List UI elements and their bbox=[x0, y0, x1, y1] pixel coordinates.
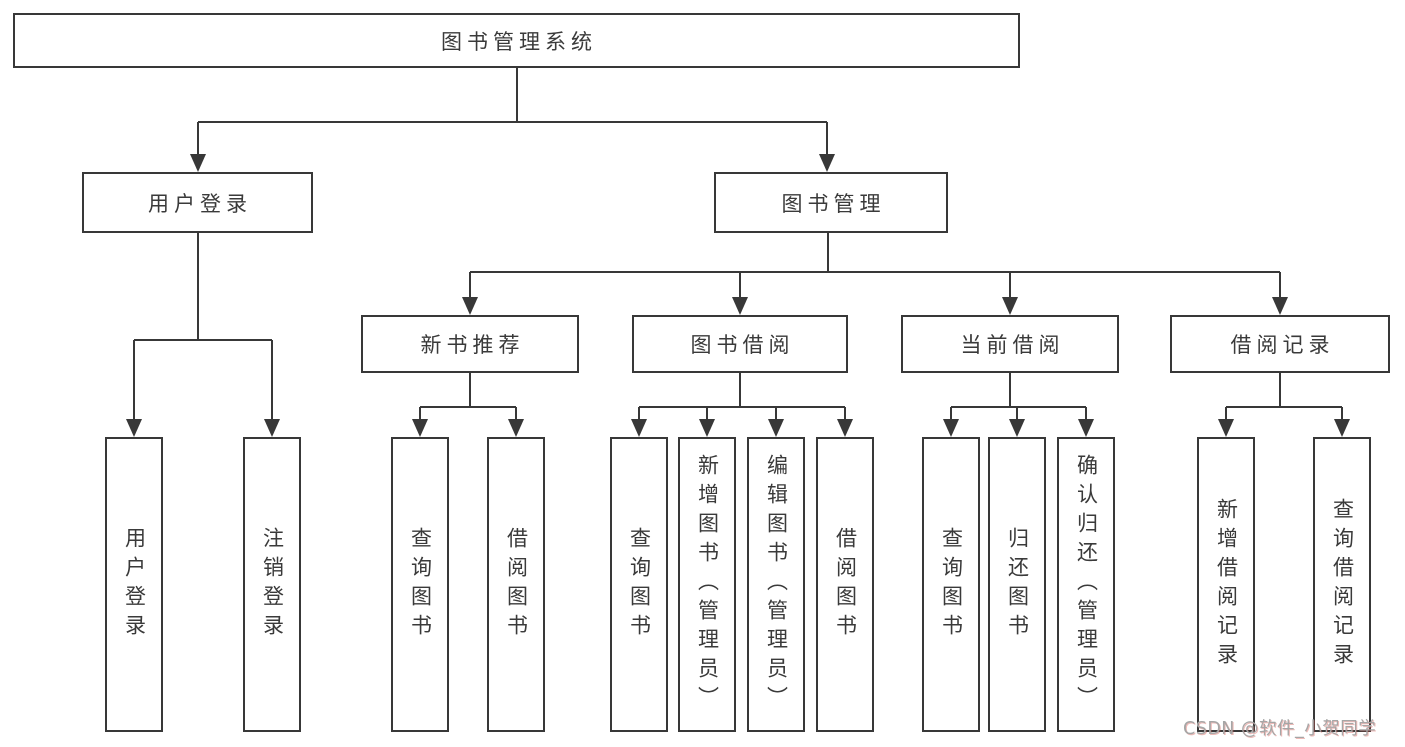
leaf-query-borrow-record: 查询借阅记录 bbox=[1313, 437, 1371, 732]
node-borrowing-records: 借阅记录 bbox=[1170, 315, 1390, 373]
node-label: 新书推荐 bbox=[420, 333, 525, 357]
node-user-login: 用户登录 bbox=[82, 172, 313, 233]
node-label: 新增借阅记录 bbox=[1214, 497, 1239, 672]
node-current-borrowing: 当前借阅 bbox=[901, 315, 1119, 373]
leaf-query-books-current: 查询图书 bbox=[922, 437, 980, 732]
leaf-borrow-books-recommend: 借阅图书 bbox=[487, 437, 545, 732]
leaf-confirm-return-admin: 确认归还（管理员） bbox=[1057, 437, 1115, 732]
node-library-management-system: 图书管理系统 bbox=[13, 13, 1020, 68]
node-label: 借阅记录 bbox=[1230, 333, 1335, 357]
node-label: 图书管理 bbox=[781, 191, 886, 216]
leaf-add-books-admin: 新增图书（管理员） bbox=[678, 437, 736, 732]
arrowheads bbox=[126, 154, 1350, 437]
node-new-book-recommendation: 新书推荐 bbox=[361, 315, 579, 373]
node-label: 归还图书 bbox=[1005, 526, 1030, 643]
node-label: 用户登录 bbox=[122, 526, 147, 643]
node-label: 注销登录 bbox=[260, 526, 285, 643]
node-label: 查询图书 bbox=[408, 526, 433, 643]
node-label: 编辑图书（管理员） bbox=[764, 454, 789, 715]
leaf-logout: 注销登录 bbox=[243, 437, 301, 732]
leaf-query-books-recommend: 查询图书 bbox=[391, 437, 449, 732]
watermark-csdn: CSDN @软件_小贺同学 bbox=[1183, 719, 1377, 739]
node-label: 查询借阅记录 bbox=[1330, 497, 1355, 672]
node-label: 当前借阅 bbox=[960, 333, 1065, 357]
node-book-management: 图书管理 bbox=[714, 172, 948, 233]
leaf-user-login: 用户登录 bbox=[105, 437, 163, 732]
node-label: 借阅图书 bbox=[504, 526, 529, 643]
leaf-query-books-borrowing: 查询图书 bbox=[610, 437, 668, 732]
node-label: 图书管理系统 bbox=[441, 29, 597, 54]
node-book-borrowing: 图书借阅 bbox=[632, 315, 848, 373]
leaf-add-borrow-record: 新增借阅记录 bbox=[1197, 437, 1255, 732]
node-label: 新增图书（管理员） bbox=[695, 454, 720, 715]
node-label: 用户登录 bbox=[148, 191, 252, 216]
node-label: 查询图书 bbox=[627, 526, 652, 643]
node-label: 图书借阅 bbox=[690, 333, 795, 357]
node-label: 借阅图书 bbox=[833, 526, 858, 643]
leaf-edit-books-admin: 编辑图书（管理员） bbox=[747, 437, 805, 732]
leaf-return-books: 归还图书 bbox=[988, 437, 1046, 732]
node-label: 查询图书 bbox=[939, 526, 964, 643]
node-label: 确认归还（管理员） bbox=[1074, 454, 1099, 715]
leaf-borrow-books-borrowing: 借阅图书 bbox=[816, 437, 874, 732]
